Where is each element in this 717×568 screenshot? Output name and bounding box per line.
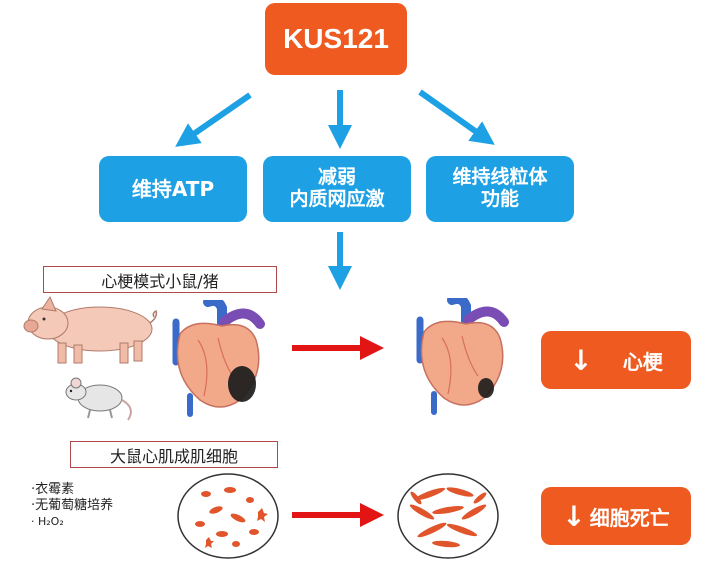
- effect-mito-line1: 维持线粒体: [452, 166, 548, 189]
- stressor-list: ·衣霉素 ·无葡萄糖培养 · H₂O₂: [31, 482, 113, 530]
- heart-treated-icon: [416, 298, 509, 415]
- outcome-cell-death-label: 细胞死亡: [589, 505, 670, 530]
- outcome-cell-death-box: ↓ 细胞死亡: [541, 487, 691, 545]
- outcome-infarction-label: 心梗: [622, 349, 663, 374]
- cell-model-label-box: 大鼠心肌成肌细胞: [70, 441, 278, 468]
- animal-model-label-box: 心梗模式小鼠/猪: [43, 266, 277, 293]
- mouse-icon: [65, 377, 132, 421]
- effect-box-er: 减弱 内质网应激: [263, 156, 411, 222]
- dish-healthy-icon: [397, 473, 499, 559]
- effect-box-atp: 维持ATP: [99, 156, 247, 222]
- effect-atp-line1: 维持ATP: [131, 176, 215, 201]
- kus121-label: KUS121: [283, 23, 389, 54]
- effect-mito-line2: 功能: [480, 188, 519, 210]
- dish-damaged-icon: [177, 473, 279, 559]
- pig-icon: [23, 295, 158, 364]
- down-arrow-icon: ↓: [562, 499, 586, 533]
- animal-model-label: 心梗模式小鼠/猪: [101, 271, 219, 291]
- effect-er-line1: 减弱: [317, 166, 356, 189]
- cell-model-label: 大鼠心肌成肌细胞: [109, 446, 238, 466]
- down-arrow-icon: ↓: [569, 343, 593, 377]
- stressor-item: ·衣霉素: [31, 482, 75, 497]
- arrow-to-mito: [418, 89, 495, 145]
- outcome-infarction-box: ↓ 心梗: [541, 331, 691, 389]
- heart-infarct-icon: [172, 300, 265, 417]
- arrow-to-atp: [175, 92, 252, 147]
- kus121-box: KUS121: [265, 3, 407, 75]
- effect-er-line2: 内质网应激: [289, 188, 385, 210]
- effect-box-mito: 维持线粒体 功能: [426, 156, 574, 222]
- stressor-item: ·无葡萄糖培养: [31, 498, 114, 513]
- stressor-item: · H₂O₂: [31, 515, 64, 528]
